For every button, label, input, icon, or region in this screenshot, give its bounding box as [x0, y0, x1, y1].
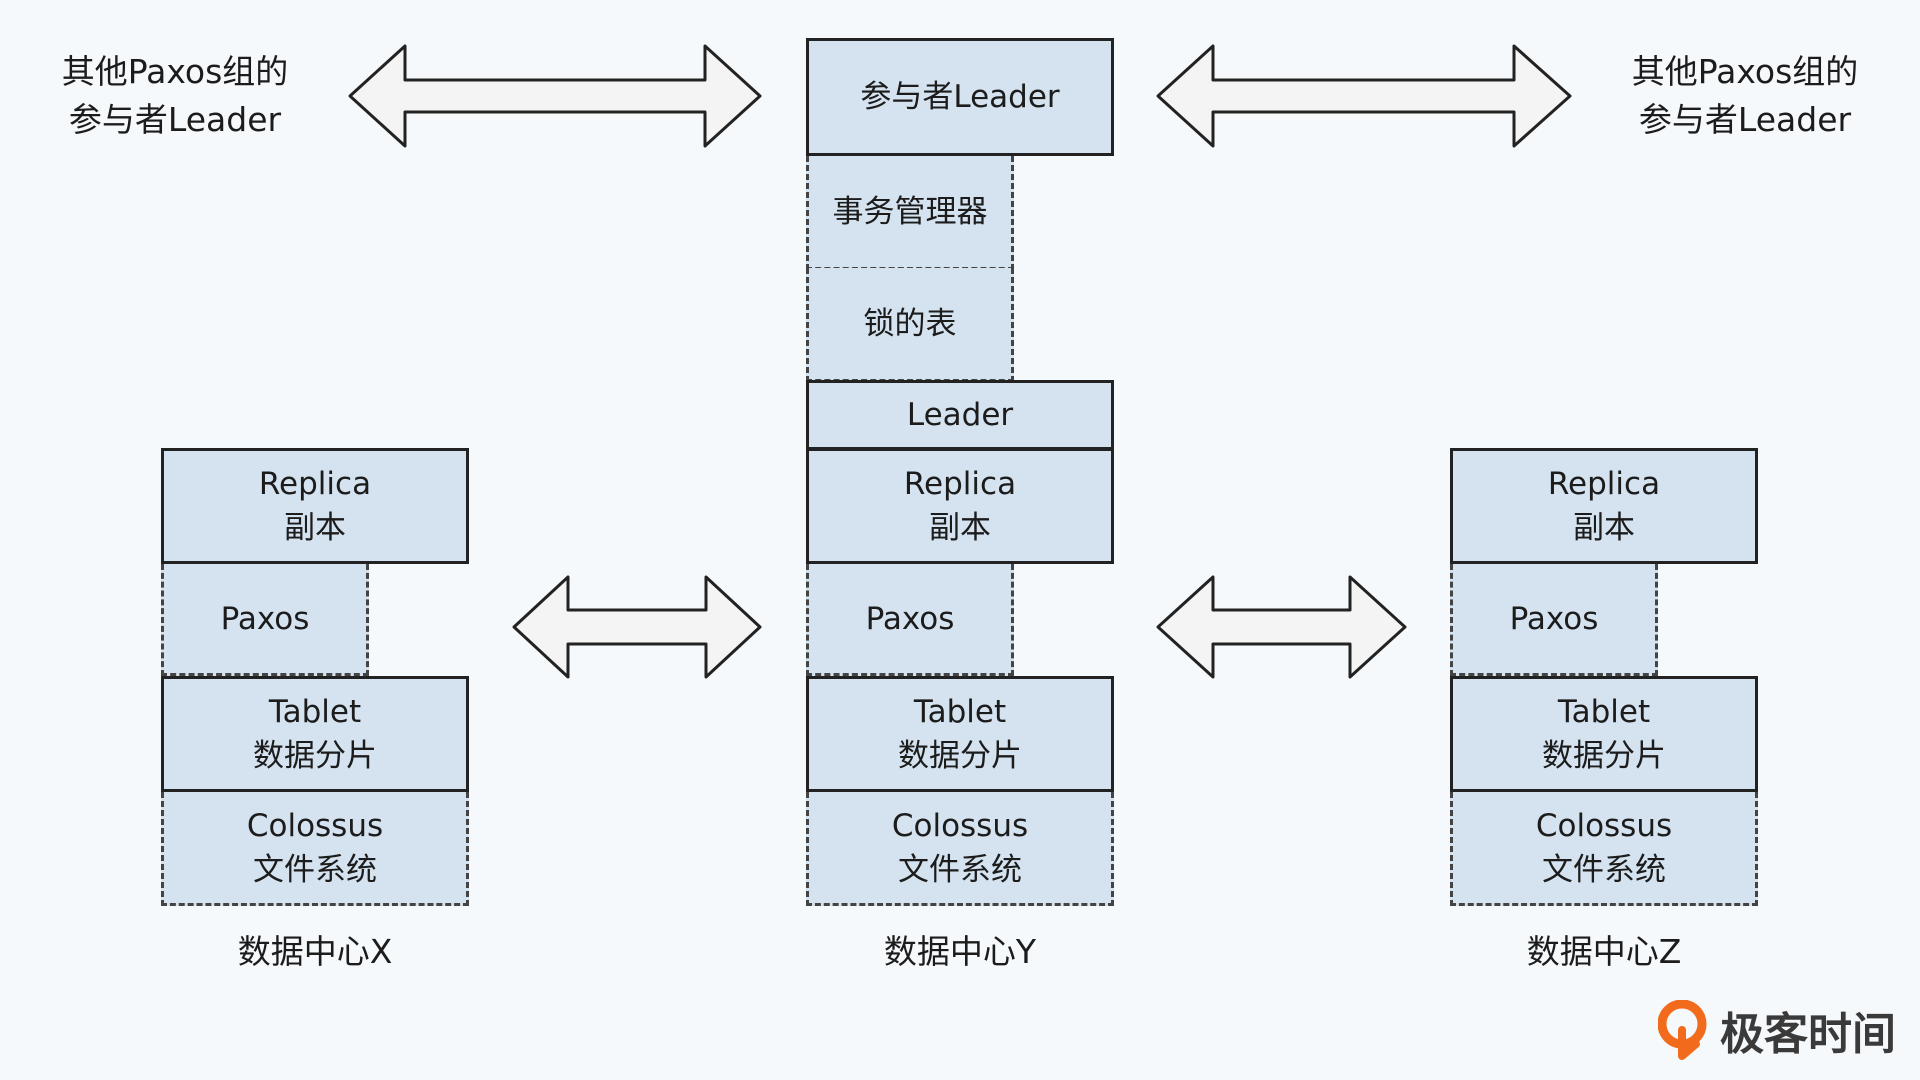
tablet-box-z: Tablet 数据分片	[1450, 676, 1758, 792]
paxos-box-y: Paxos	[806, 564, 1014, 676]
double-arrow-top-left	[348, 44, 762, 148]
transaction-manager-box: 事务管理器	[806, 156, 1014, 270]
double-arrow-top-right	[1156, 44, 1572, 148]
other-paxos-leader-right: 其他Paxos组的 参与者Leader	[1631, 52, 1859, 139]
replica-box-z: Replica 副本	[1450, 448, 1758, 564]
geektime-logo-text: 极客时间	[1720, 1009, 1896, 1060]
colossus-box-y: Colossus 文件系统	[806, 792, 1114, 906]
paxos-box-z: Paxos	[1450, 564, 1658, 676]
geektime-logo-icon	[1658, 1000, 1707, 1060]
lock-table-box: 锁的表	[806, 268, 1014, 382]
replica-box-x: Replica 副本	[161, 448, 469, 564]
leader-box: Leader	[806, 380, 1114, 450]
datacenter-x-label: 数据中心X	[237, 932, 393, 971]
replica-box-y: Replica 副本	[806, 448, 1114, 564]
colossus-box-z: Colossus 文件系统	[1450, 792, 1758, 906]
geektime-logo: 极客时间	[1658, 998, 1896, 1062]
datacenter-z-label: 数据中心Z	[1526, 932, 1682, 971]
double-arrow-y-z	[1156, 575, 1407, 679]
participant-leader-box: 参与者Leader	[806, 38, 1114, 156]
tablet-box-y: Tablet 数据分片	[806, 676, 1114, 792]
datacenter-y-label: 数据中心Y	[883, 932, 1037, 971]
paxos-box-x: Paxos	[161, 564, 369, 676]
colossus-box-x: Colossus 文件系统	[161, 792, 469, 906]
double-arrow-x-y	[512, 575, 762, 679]
other-paxos-leader-left: 其他Paxos组的 参与者Leader	[61, 52, 289, 139]
tablet-box-x: Tablet 数据分片	[161, 676, 469, 792]
